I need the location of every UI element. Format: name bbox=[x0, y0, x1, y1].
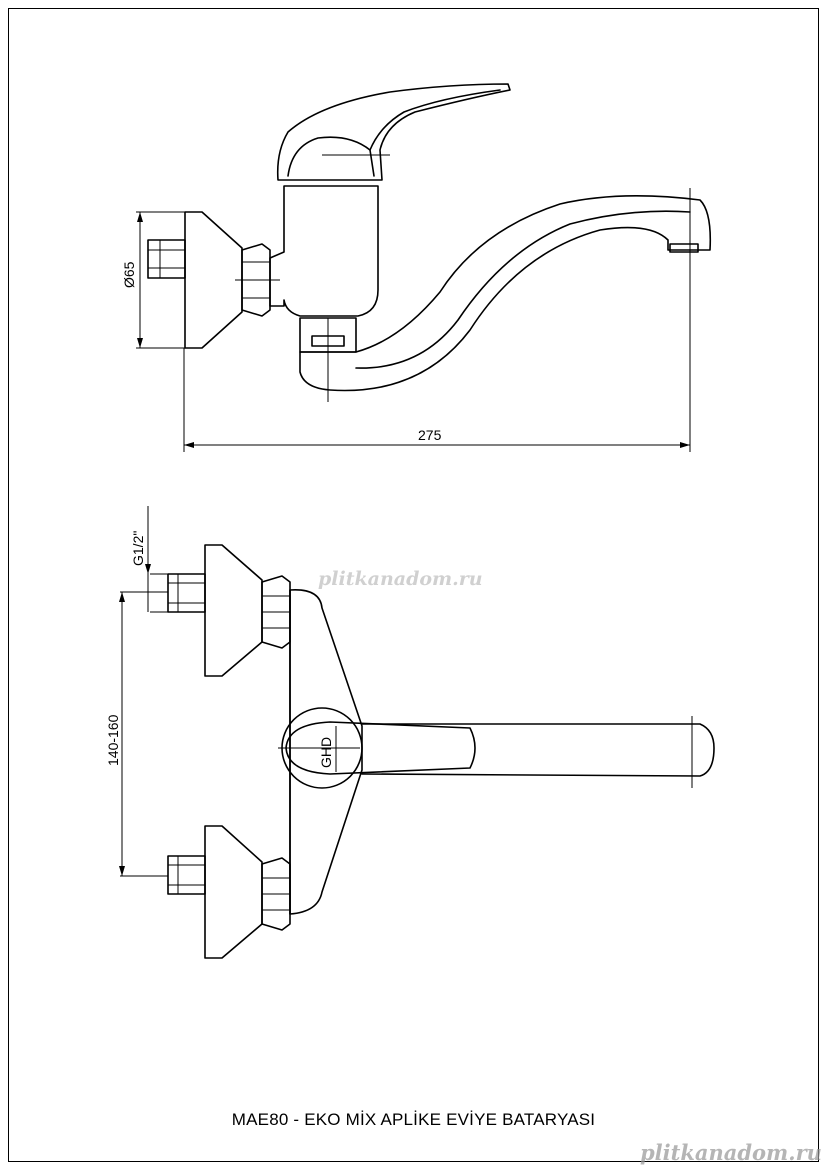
watermark-center: plitkanadom.ru bbox=[318, 568, 483, 590]
drawing-frame bbox=[8, 8, 819, 1162]
diameter-label: Ø65 bbox=[121, 261, 137, 288]
mixer-body bbox=[269, 185, 379, 317]
upper-escutcheon bbox=[204, 544, 263, 677]
upper-inlet-nut bbox=[167, 573, 206, 613]
inlet-nut bbox=[147, 239, 186, 279]
drawing-title: MAE80 - EKO MİX APLİKE EVİYE BATARYASI bbox=[231, 1110, 596, 1129]
lever-handle bbox=[276, 83, 511, 181]
lower-inlet-nut bbox=[167, 855, 206, 895]
side-view: Ø65 275 bbox=[121, 83, 712, 452]
mixer-body-front bbox=[289, 589, 363, 915]
front-view: GHD G1/2" 140-160 bbox=[105, 506, 715, 959]
watermark-corner: plitkanadom.ru bbox=[640, 1140, 822, 1165]
handle-mark: GHD bbox=[318, 737, 334, 768]
spout-front bbox=[361, 723, 715, 777]
thread-label: G1/2" bbox=[130, 531, 146, 566]
spacing-label: 140-160 bbox=[105, 714, 121, 766]
lever-front bbox=[285, 721, 476, 775]
length-label: 275 bbox=[418, 427, 442, 443]
hex-connector bbox=[241, 243, 271, 317]
swivel-spout bbox=[299, 195, 712, 392]
lower-escutcheon bbox=[204, 825, 263, 959]
lower-hex-connector bbox=[261, 857, 291, 931]
wall-escutcheon bbox=[184, 211, 243, 349]
